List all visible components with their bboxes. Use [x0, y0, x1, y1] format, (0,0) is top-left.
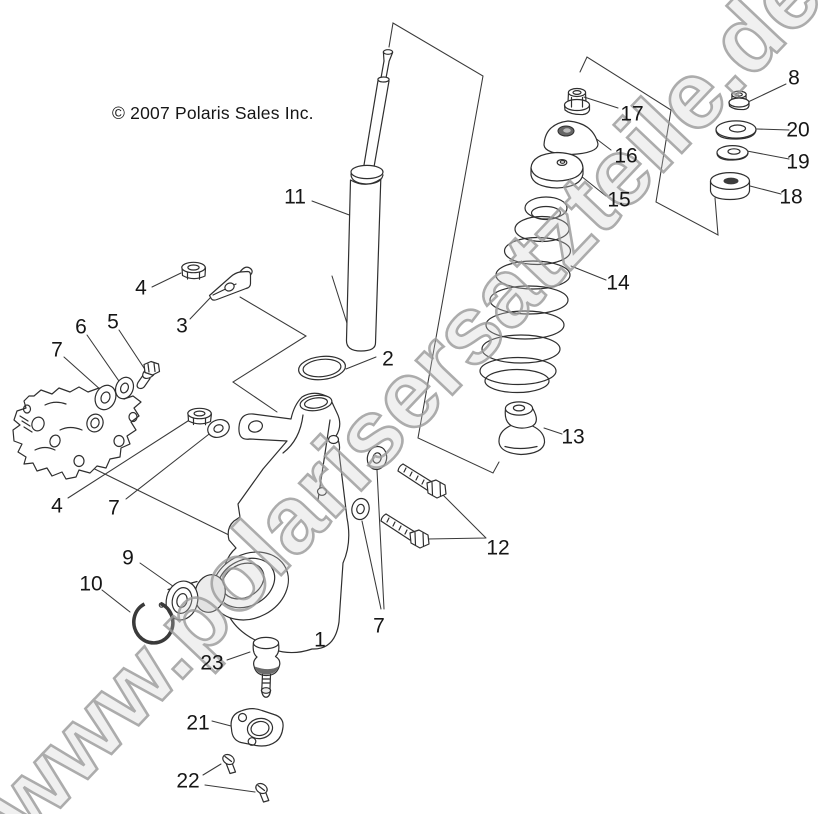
part-callout-2: 2: [382, 347, 394, 371]
part-callout-21: 21: [186, 711, 210, 735]
washer-19-drawing: [716, 145, 749, 161]
part-callout-12: 12: [486, 536, 510, 560]
upper-dome-washer-16-drawing: [543, 120, 599, 156]
part-callout-22: 22: [176, 769, 200, 793]
bolt-5-drawing: [136, 360, 161, 390]
part-callout-15: 15: [607, 188, 631, 212]
washer-6-drawing: [114, 376, 135, 400]
part-callout-7c: 7: [373, 614, 385, 638]
flange-nut-4b-drawing: [187, 407, 213, 426]
part-callout-11: 11: [284, 185, 306, 209]
part-callout-18: 18: [779, 185, 803, 209]
bushing-18-drawing: [709, 172, 751, 201]
clamp-3-drawing: [208, 266, 253, 301]
seal-ring-2-drawing: [297, 355, 347, 381]
part-callout-14: 14: [606, 271, 630, 295]
flange-nut-4a-drawing: [181, 261, 207, 280]
screw-22a-drawing: [222, 753, 237, 775]
part-callout-7a: 7: [51, 338, 63, 362]
copyright-notice: © 2007 Polaris Sales Inc.: [112, 103, 314, 123]
bolt-12b-drawing: [380, 513, 430, 549]
part-callout-17: 17: [620, 102, 644, 126]
washer-7a-drawing: [94, 384, 117, 411]
mounting-plate-21-drawing: [230, 708, 284, 747]
part-callout-8: 8: [788, 66, 800, 90]
part-callout-7b: 7: [108, 496, 120, 520]
part-callout-20: 20: [786, 118, 810, 142]
part-callout-10: 10: [79, 572, 103, 596]
part-callout-1: 1: [314, 628, 326, 652]
lock-nut-17-drawing: [563, 87, 591, 116]
coil-spring-drawing: [479, 196, 572, 394]
snap-ring-10-drawing: [132, 601, 175, 645]
caliper-mount-drawing: [12, 386, 142, 480]
washer-7b-drawing: [207, 418, 230, 439]
part-callout-23: 23: [200, 651, 224, 675]
part-callout-4a: 4: [135, 276, 147, 300]
part-callout-19: 19: [786, 150, 810, 174]
washer-7d-drawing: [351, 497, 370, 521]
part-callout-5: 5: [107, 310, 119, 334]
part-callout-16: 16: [614, 144, 638, 168]
part-callout-13: 13: [561, 425, 585, 449]
washer-20-drawing: [715, 120, 757, 140]
shock-absorber-drawing: [345, 49, 394, 352]
screw-22b-drawing: [255, 782, 270, 803]
part-callout-6: 6: [75, 315, 87, 339]
ball-joint-23-drawing: [252, 636, 281, 698]
bearing-9-drawing: [165, 574, 226, 621]
part-callout-9: 9: [122, 546, 134, 570]
washer-7c-drawing: [366, 445, 388, 471]
bolt-12a-drawing: [397, 463, 447, 499]
bump-stop-13-drawing: [498, 401, 546, 456]
part-callout-3: 3: [176, 314, 188, 338]
part-callout-4b: 4: [51, 494, 63, 518]
small-nut-8-drawing: [728, 90, 750, 111]
spring-retainer-cup-15-drawing: [530, 151, 584, 189]
